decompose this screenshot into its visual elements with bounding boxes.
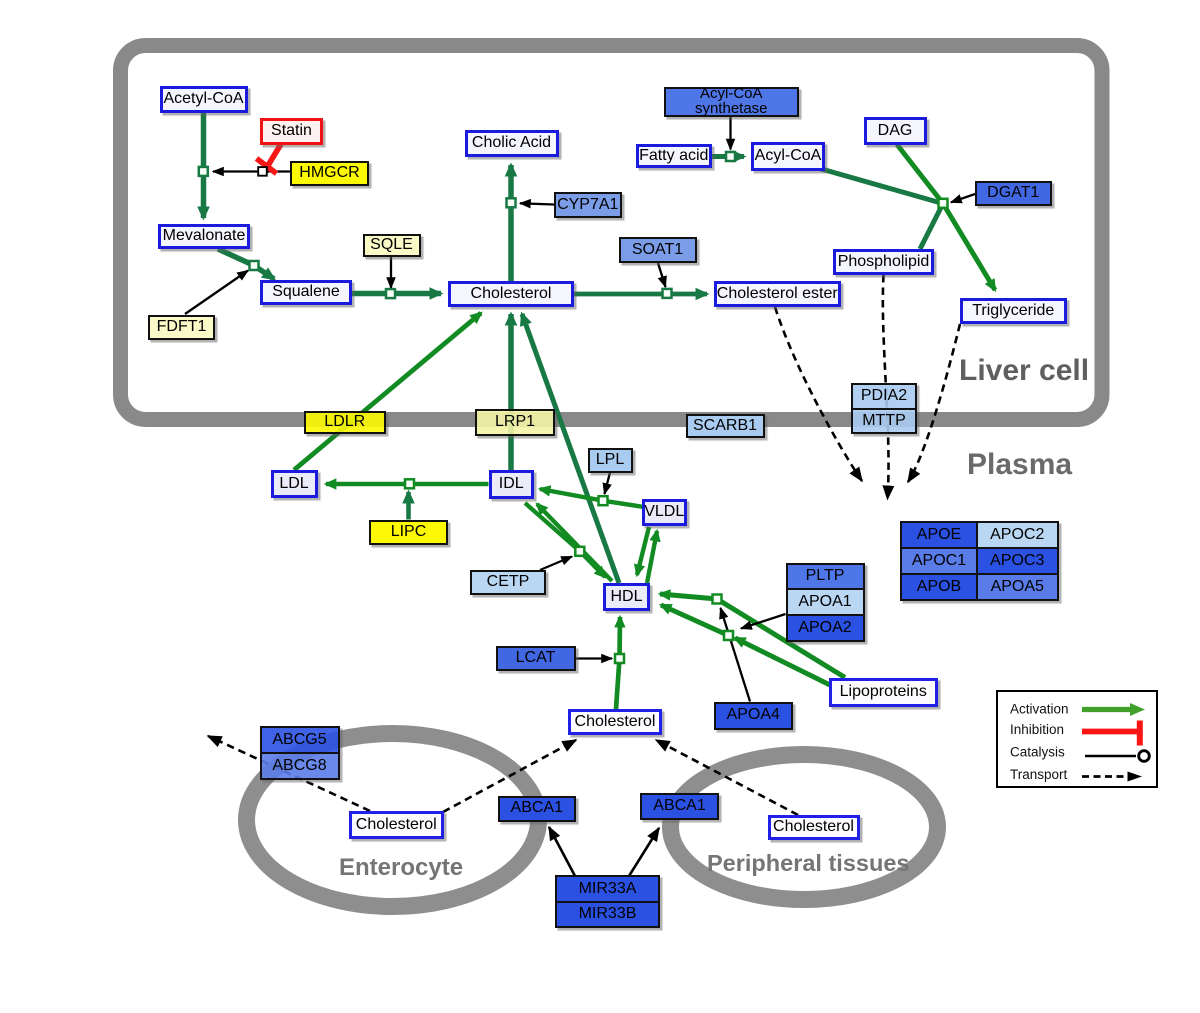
svg-text:Inhibition: Inhibition bbox=[1010, 722, 1064, 737]
svg-text:Catalysis: Catalysis bbox=[1010, 745, 1065, 760]
svg-text:Activation: Activation bbox=[1010, 702, 1069, 717]
svg-text:Transport: Transport bbox=[1010, 767, 1068, 782]
